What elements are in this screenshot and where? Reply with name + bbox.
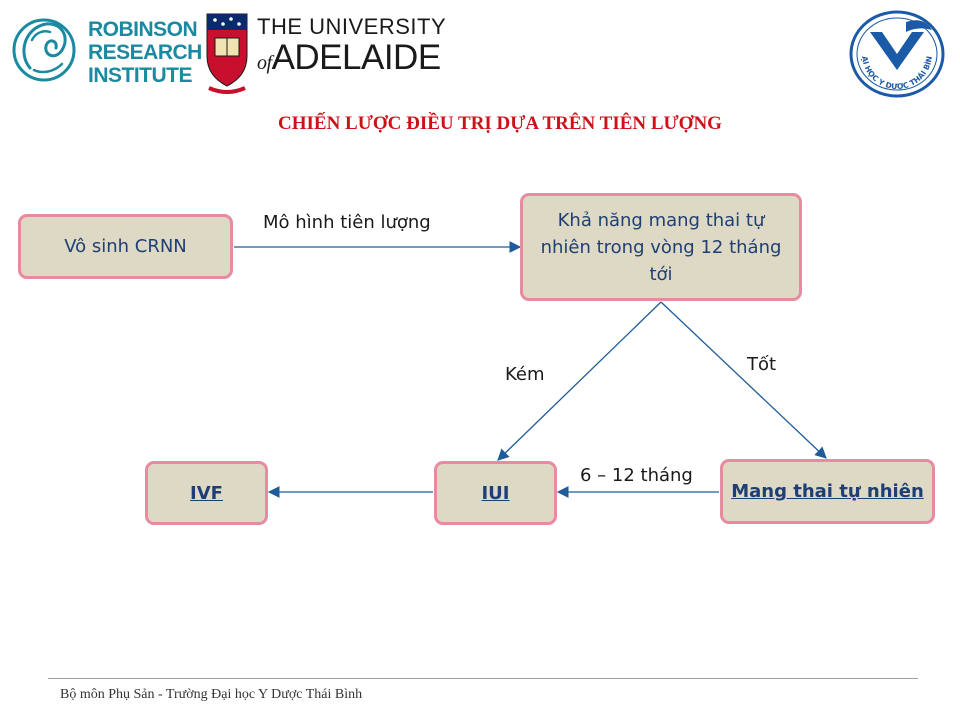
node-iui[interactable]: IUI [434,461,557,525]
node-ivf[interactable]: IVF [145,461,268,525]
adelaide-line2: ofADELAIDE [257,38,441,77]
node-vo-sinh-crnn: Vô sinh CRNN [18,214,233,279]
node-kha-nang-mang-thai-label: Khả năng mang thai tự nhiên trong vòng 1… [540,209,782,285]
edge-label-kem: Kém [505,364,545,385]
edge-label-tot: Tốt [747,354,777,375]
robinson-logo-text: ROBINSON RESEARCH INSTITUTE [88,18,202,87]
iui-link[interactable]: IUI [481,482,510,504]
robinson-embryo-icon [12,18,76,82]
thai-binh-seal-icon: ĐẠI HỌC Y DƯỢC THÁI BÌNH [845,3,945,98]
footer-text: Bộ môn Phụ Sản - Trường Đại học Y Dược T… [60,687,363,702]
mang-thai-tu-nhien-link[interactable]: Mang thai tự nhiên [731,481,924,502]
footer-divider [48,678,918,679]
thai-binh-university-logo: ĐẠI HỌC Y DƯỢC THÁI BÌNH [845,3,946,98]
adelaide-crest-icon [206,13,248,94]
arrow-khanang-to-mangthai [660,301,827,459]
arrow-khanang-to-iui [497,301,662,461]
robinson-research-institute-logo: ROBINSON RESEARCH INSTITUTE [10,10,202,90]
university-of-adelaide-logo: THE UNIVERSITY ofADELAIDE [205,12,446,96]
node-vo-sinh-crnn-label: Vô sinh CRNN [64,236,187,257]
slide-title: CHIẾN LƯỢC ĐIỀU TRỊ DỰA TRÊN TIÊN LƯỢNG [278,113,722,134]
edge-label-mo-hinh-tien-luong: Mô hình tiên lượng [263,212,431,233]
edge-label-6-12-thang: 6 – 12 tháng [580,465,693,486]
node-mang-thai-tu-nhien[interactable]: Mang thai tự nhiên [720,459,935,524]
adelaide-line1: THE UNIVERSITY [257,14,447,39]
ivf-link[interactable]: IVF [190,482,223,504]
node-kha-nang-mang-thai: Khả năng mang thai tự nhiên trong vòng 1… [520,193,802,301]
